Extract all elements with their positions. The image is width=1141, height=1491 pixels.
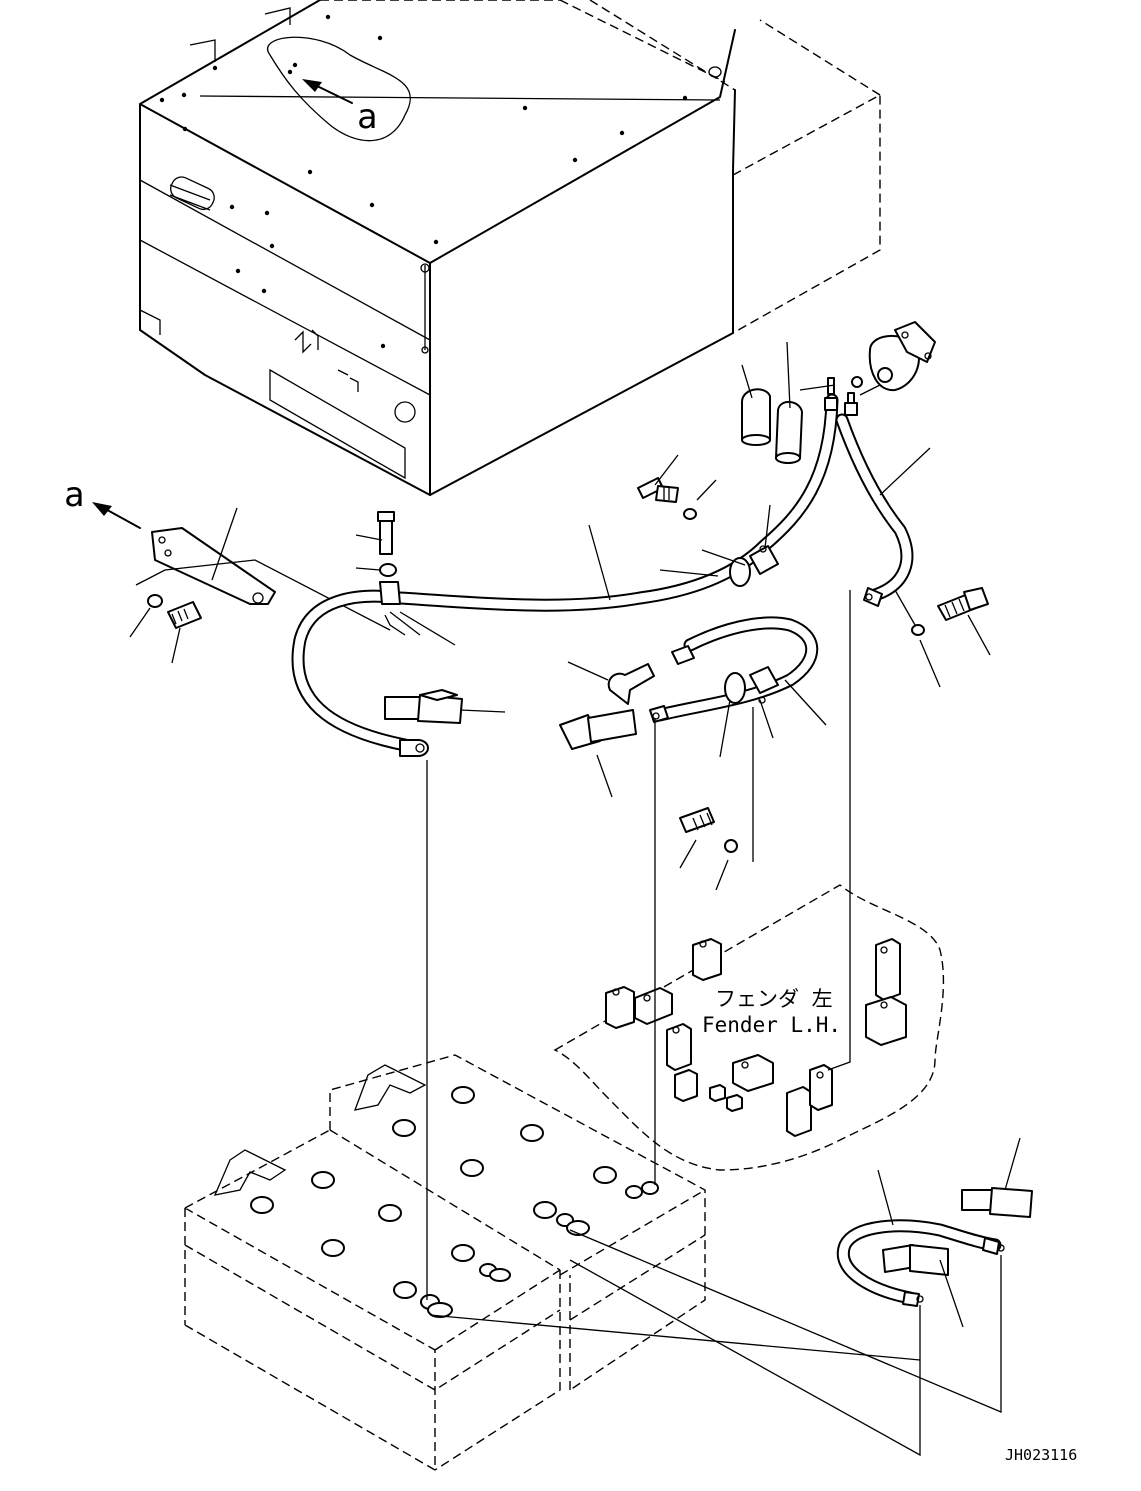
view-label-a-left: a	[64, 475, 84, 515]
fender-label-en: Fender L.H.	[702, 1013, 841, 1037]
batteries	[184, 1054, 706, 1472]
reference-lines	[426, 707, 1002, 1457]
inter-battery-cable	[836, 1137, 1033, 1328]
battery-terminals	[420, 1181, 659, 1318]
mounting-bracket: a	[64, 475, 391, 664]
cover-hole-dots	[159, 14, 688, 349]
battery-relay-assembly	[741, 321, 936, 464]
drawing-code: JH023116	[1005, 1446, 1077, 1464]
battery-box-cover: a	[139, 0, 881, 496]
view-label-a-top: a	[357, 97, 377, 137]
battery-jumper-cable	[649, 616, 827, 891]
fender-label-jp: フェンダ 左	[715, 987, 833, 1011]
fender-mounting-blocks	[605, 938, 907, 1137]
main-battery-cable	[291, 393, 839, 757]
terminal-caps	[384, 661, 655, 798]
fender-lh: フェンダ 左 Fender L.H.	[553, 590, 945, 1171]
battery-cell-caps	[250, 1086, 617, 1299]
fender-ground-cable	[835, 413, 991, 688]
